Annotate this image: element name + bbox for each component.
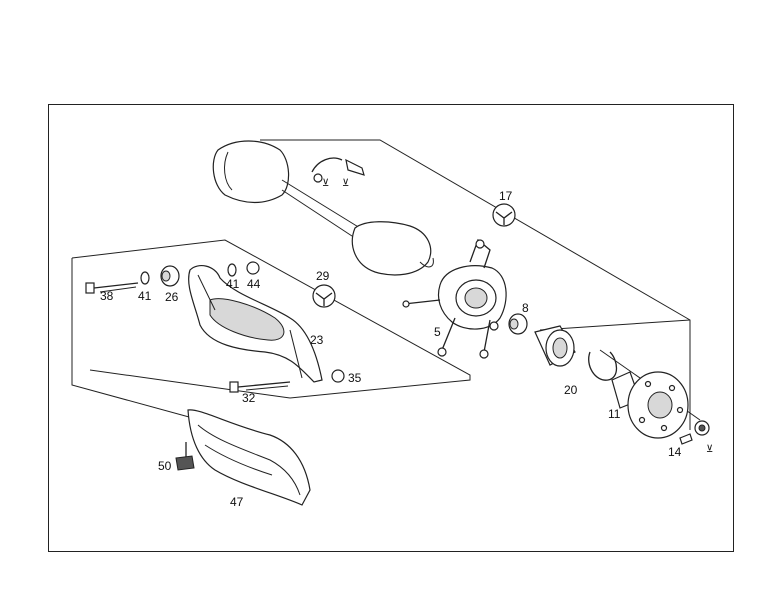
diagram-frame xyxy=(48,104,734,552)
label-5: 5 xyxy=(434,325,441,339)
label-32: 32 xyxy=(242,391,256,405)
washer xyxy=(227,263,237,277)
label-17: 17 xyxy=(499,189,513,203)
wheel-bearing xyxy=(534,325,576,367)
label-23: 23 xyxy=(310,333,324,347)
wheel-carrier xyxy=(402,238,507,359)
part-labels: 5 8 11 14 17 20 23 26 29 32 35 38 41 41 … xyxy=(100,189,682,509)
clamp-ring: ⊻ ⊻ xyxy=(311,157,365,189)
cover-plate xyxy=(187,409,311,506)
label-35: 35 xyxy=(348,371,362,385)
label-50: 50 xyxy=(158,459,172,473)
screw xyxy=(175,442,195,471)
svg-text:⊻: ⊻ xyxy=(706,444,713,455)
label-11: 11 xyxy=(608,407,621,421)
label-26: 26 xyxy=(165,290,179,304)
assembly-guide-lines xyxy=(71,139,701,430)
wheel-stud xyxy=(679,433,693,445)
bushing xyxy=(508,313,528,335)
svg-text:⊻: ⊻ xyxy=(342,178,349,189)
washer xyxy=(140,271,150,285)
label-38: 38 xyxy=(100,289,114,303)
label-8: 8 xyxy=(522,301,529,315)
control-arm xyxy=(188,264,323,383)
nut xyxy=(331,369,345,383)
wheel-hub xyxy=(611,371,689,439)
label-47: 47 xyxy=(230,495,244,509)
wrench-icon xyxy=(312,284,336,308)
nut xyxy=(246,261,260,275)
label-29: 29 xyxy=(316,269,330,283)
bolt xyxy=(229,381,291,393)
bushing xyxy=(160,265,180,287)
bolt xyxy=(85,282,139,294)
label-44: 44 xyxy=(247,277,261,291)
circlip xyxy=(588,351,618,381)
label-41: 41 xyxy=(138,289,152,303)
svg-text:⊻: ⊻ xyxy=(322,178,329,189)
label-41: 41 xyxy=(226,277,240,291)
wrench-icon xyxy=(492,203,516,227)
label-14: 14 xyxy=(668,445,682,459)
drive-shaft xyxy=(212,140,434,276)
hub-nut: ⊻ xyxy=(694,420,713,455)
label-20: 20 xyxy=(564,383,578,397)
